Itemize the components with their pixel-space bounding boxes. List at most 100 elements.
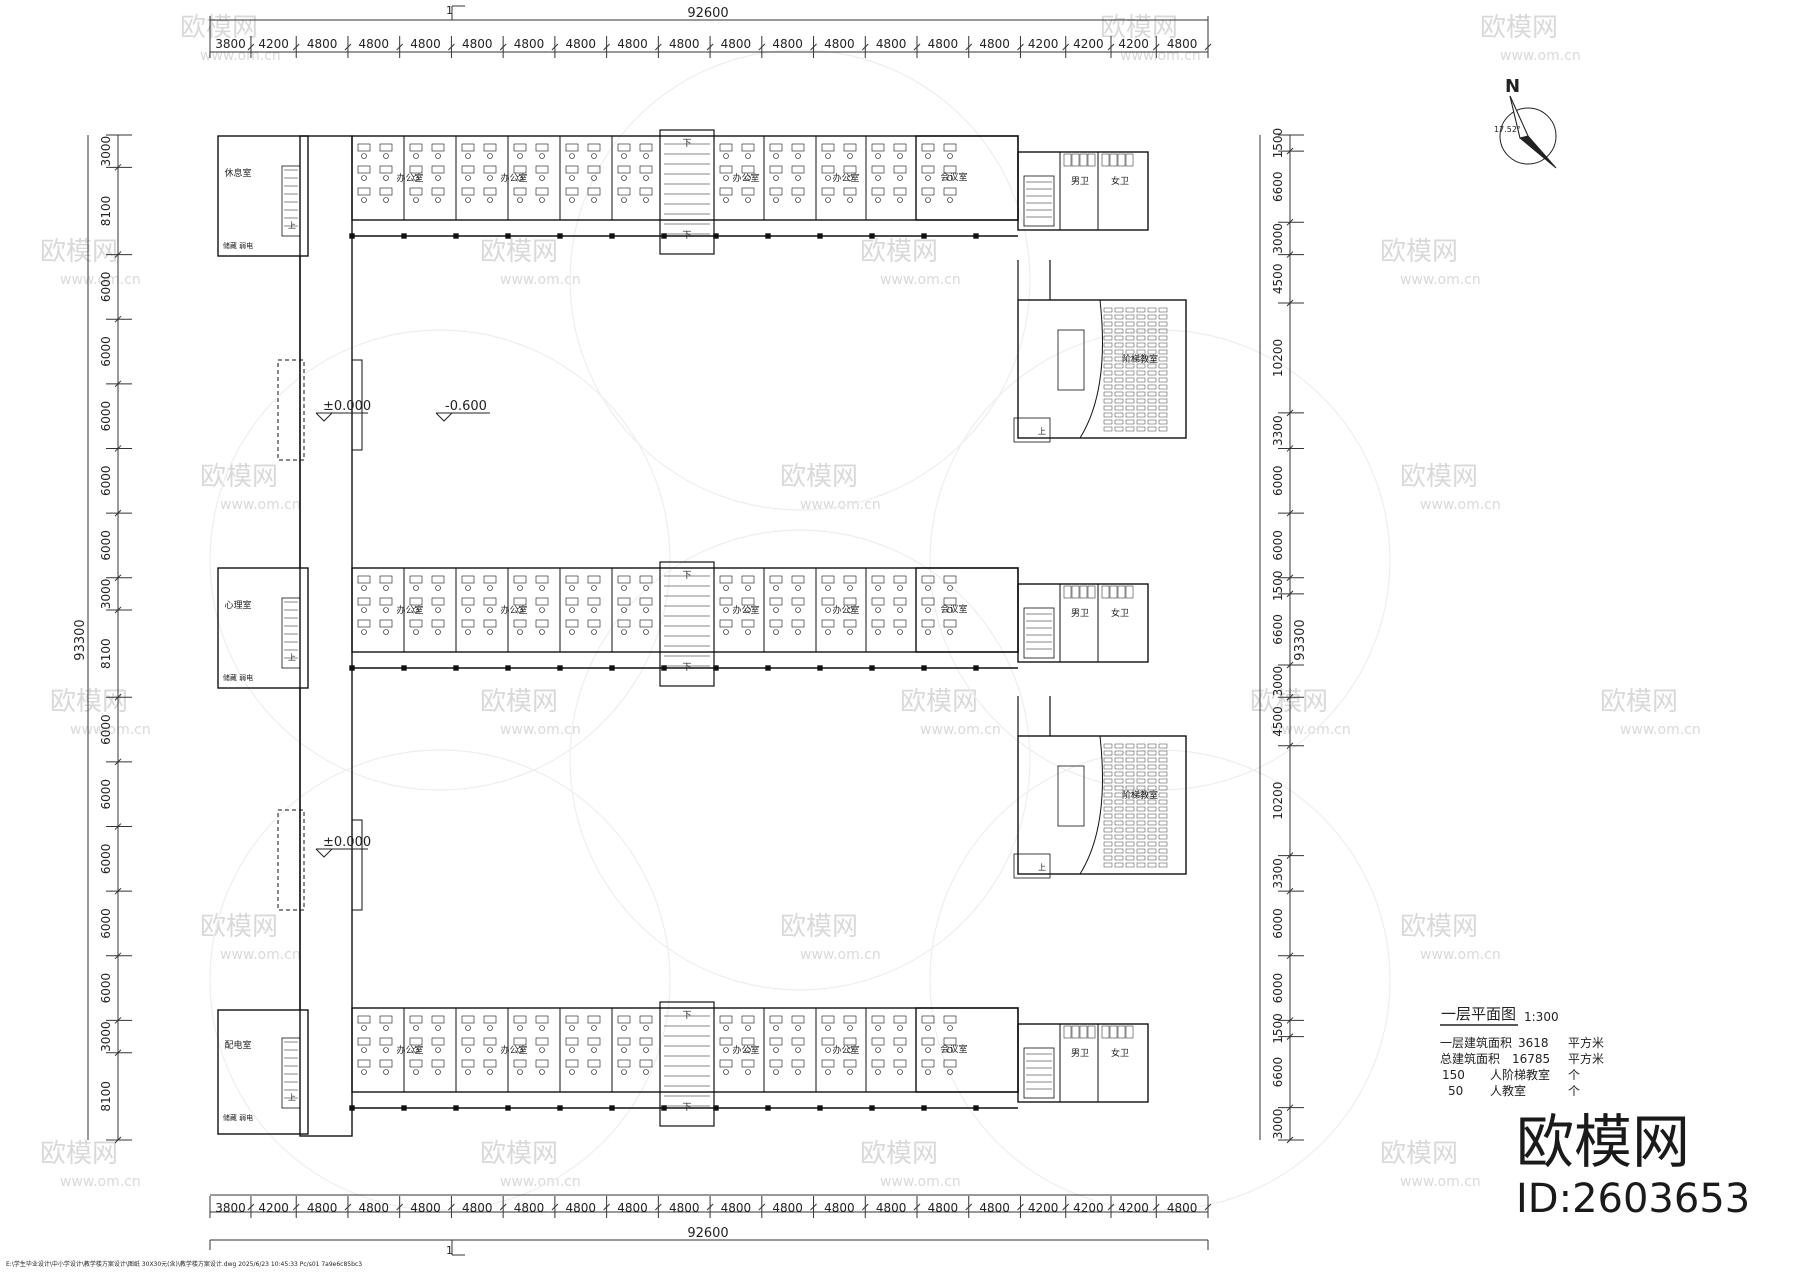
area-label-2: 总建筑面积 — [1440, 1051, 1500, 1066]
stair-down-b-0: 下 — [682, 231, 691, 241]
left-dim-9: 6000 — [99, 714, 113, 745]
left-dim-13: 6000 — [99, 973, 113, 1004]
watermark-brand-0: 欧模网 — [180, 13, 258, 43]
bottom-dim-9: 4800 — [669, 1201, 700, 1215]
watermark-url-15: www.om.cn — [220, 947, 301, 963]
top-dim-13: 4800 — [876, 37, 907, 51]
bottom-dim-10: 4800 — [721, 1201, 752, 1215]
bottom-dim-11: 4800 — [772, 1201, 803, 1215]
watermark-url-2: www.om.cn — [1500, 48, 1581, 64]
room-office-2-1: 办公室 — [500, 1044, 527, 1056]
watermark-brand-6: 欧模网 — [1380, 237, 1458, 267]
watermark-url-12: www.om.cn — [920, 722, 1001, 738]
watermark-brand-16: 欧模网 — [780, 912, 858, 942]
top-dim-10: 4800 — [721, 37, 752, 51]
stair-down-b-1: 下 — [682, 663, 691, 673]
room-women-wc-0: 女卫 — [1111, 175, 1129, 187]
left-dim-0: 3000 — [99, 136, 113, 167]
top-dim-2: 4800 — [307, 37, 338, 51]
left-dim-15: 8100 — [99, 1081, 113, 1112]
watermark-url-18: www.om.cn — [60, 1174, 141, 1190]
bottom-dim-19: 4800 — [1167, 1201, 1198, 1215]
room-men-wc-0: 男卫 — [1071, 176, 1089, 187]
watermark-brand-2: 欧模网 — [1480, 13, 1558, 43]
footer-file-path: E:\学生毕业设计\中小学设计\教学楼方案设计\图纸 30X30元(含)\教学楼… — [6, 1260, 362, 1268]
left-dim-4: 6000 — [99, 401, 113, 432]
level-mark-2: -0.600 — [435, 399, 490, 422]
left-dim-1: 8100 — [99, 196, 113, 227]
right-dim-2: 3000 — [1271, 223, 1285, 254]
stair-up-2: 上 — [288, 1093, 296, 1102]
watermark-brand-18: 欧模网 — [40, 1139, 118, 1169]
stair-down-b-2: 下 — [682, 1103, 691, 1113]
top-dim-12: 4800 — [824, 37, 855, 51]
level-mark-1: ±0.000 — [315, 399, 371, 422]
right-dim-11: 4500 — [1271, 706, 1285, 737]
axis-mark-bottom: 1 — [446, 1244, 453, 1257]
top-dim-14: 4800 — [928, 37, 959, 51]
left-dim-3: 6000 — [99, 336, 113, 367]
room-office-0-3: 办公室 — [832, 172, 859, 184]
room-side-0: 休息室 — [224, 167, 251, 179]
room-side-1: 心理室 — [224, 599, 251, 611]
room-office-1-2: 办公室 — [732, 604, 759, 616]
watermark-brand-1: 欧模网 — [1100, 13, 1178, 43]
count-unit-2: 个 — [1568, 1084, 1580, 1098]
watermark-brand-7: 欧模网 — [200, 462, 278, 492]
bottom-dim-5: 4800 — [462, 1201, 493, 1215]
level-text-1: ±0.000 — [323, 399, 371, 414]
left-dim-8: 8100 — [99, 638, 113, 669]
watermark-brand-15: 欧模网 — [200, 912, 278, 942]
room-small-0: 储藏 弱电 — [223, 241, 253, 250]
north-arrow: N 17.52° — [1494, 76, 1557, 169]
left-dim-10: 6000 — [99, 779, 113, 810]
count-label-2: 人教室 — [1490, 1083, 1526, 1098]
watermark-brand-8: 欧模网 — [780, 462, 858, 492]
watermark-url-14: www.om.cn — [1620, 722, 1701, 738]
top-dim-17: 4200 — [1073, 37, 1104, 51]
room-office-0-1: 办公室 — [500, 172, 527, 184]
right-dim-17: 6600 — [1271, 1057, 1285, 1088]
top-dim-19: 4800 — [1167, 37, 1198, 51]
level-mark-3: ±0.000 — [315, 835, 371, 858]
watermark-url-17: www.om.cn — [1420, 947, 1501, 963]
bottom-dim-3: 4800 — [359, 1201, 390, 1215]
watermark-url-6: www.om.cn — [1400, 272, 1481, 288]
left-dimension-labels: 3000810060006000600060006000300081006000… — [99, 136, 113, 1112]
right-dim-14: 6000 — [1271, 908, 1285, 939]
bottom-dim-8: 4800 — [617, 1201, 648, 1215]
level-text-3: ±0.000 — [323, 835, 371, 850]
watermark-brand-11: 欧模网 — [480, 687, 558, 717]
total-height-left: 93300 — [73, 619, 88, 660]
room-men-wc-2: 男卫 — [1071, 1048, 1089, 1059]
room-office-0-2: 办公室 — [732, 172, 759, 184]
right-dim-13: 3300 — [1271, 858, 1285, 889]
room-small-2: 储藏 弱电 — [223, 1113, 253, 1122]
top-dim-7: 4800 — [565, 37, 596, 51]
area-unit-2: 平方米 — [1568, 1051, 1604, 1066]
watermark-brand-4: 欧模网 — [480, 237, 558, 267]
room-lecture-0: 阶梯教室 — [1122, 353, 1158, 365]
right-dimension-labels: 1500660030004500102003300600060001500660… — [1271, 128, 1285, 1139]
level-text-2: -0.600 — [445, 399, 487, 414]
watermark-url-3: www.om.cn — [60, 272, 141, 288]
bottom-dim-7: 4800 — [565, 1201, 596, 1215]
room-office-2-3: 办公室 — [832, 1044, 859, 1056]
stair-down-0: 下 — [682, 139, 691, 149]
total-height-right: 93300 — [1293, 619, 1308, 660]
watermark-url-9: www.om.cn — [1420, 497, 1501, 513]
top-dim-4: 4800 — [410, 37, 441, 51]
right-dim-12: 10200 — [1271, 782, 1285, 820]
watermark-url-10: www.om.cn — [70, 722, 151, 738]
area-unit-1: 平方米 — [1568, 1035, 1604, 1050]
left-dim-11: 6000 — [99, 844, 113, 875]
room-small-1: 储藏 弱电 — [223, 673, 253, 682]
watermark-id: ID:2603653 — [1516, 1176, 1750, 1222]
bottom-dim-16: 4200 — [1028, 1201, 1059, 1215]
watermark-brand-5: 欧模网 — [860, 237, 938, 267]
right-dim-3: 4500 — [1271, 264, 1285, 295]
right-dim-1: 6600 — [1271, 171, 1285, 202]
room-labels: 下下办公室办公室办公室办公室会议室男卫女卫休息室储藏 弱电上下下办公室办公室办公… — [223, 139, 1158, 1122]
room-men-wc-1: 男卫 — [1071, 608, 1089, 619]
room-office-2-0: 办公室 — [396, 1044, 423, 1056]
